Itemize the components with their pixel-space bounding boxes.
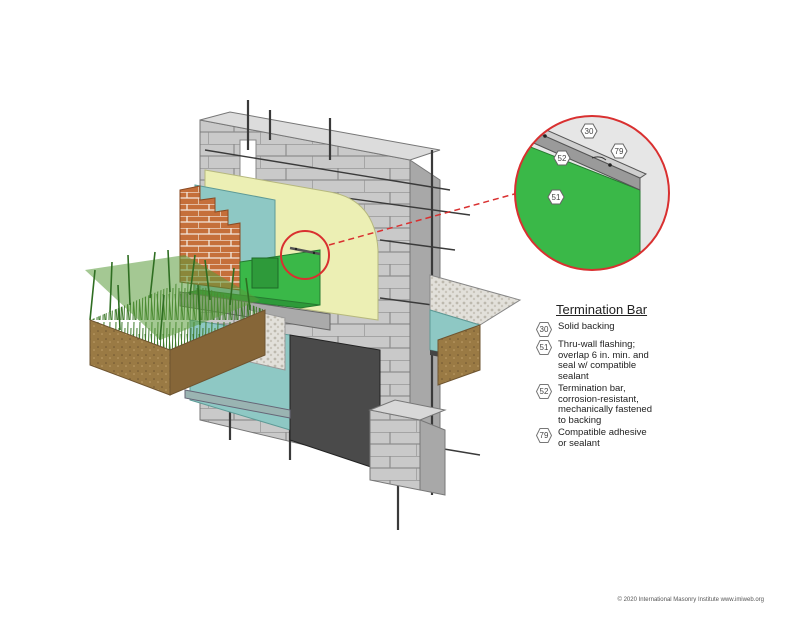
legend-item-text: Termination bar, corrosion-resistant, me…: [558, 383, 652, 426]
detail-tag-52: 52: [553, 150, 571, 166]
svg-text:79: 79: [615, 147, 624, 156]
legend-item-text: Solid backing: [558, 321, 615, 332]
hex-tag-icon: 79: [536, 428, 552, 443]
hex-tag-icon: 30: [536, 322, 552, 337]
below-grade-waterproofing: [289, 334, 381, 471]
legend-title: Termination Bar: [556, 302, 648, 317]
svg-text:51: 51: [552, 193, 561, 202]
svg-text:30: 30: [585, 127, 594, 136]
callout-circle: [280, 230, 330, 280]
detail-tag-79: 79: [610, 143, 628, 159]
svg-text:52: 52: [558, 154, 567, 163]
grade-soil-grass: [85, 249, 266, 396]
copyright-notice: © 2020 International Masonry Institute w…: [617, 597, 765, 603]
hex-tag-icon: 51: [536, 340, 552, 355]
soil-right: [437, 324, 481, 386]
hex-tag-icon: 52: [536, 384, 552, 399]
legend-item-79: 79 Compatible adhesive or sealant: [536, 427, 684, 449]
callout-leader: [328, 192, 519, 246]
legend-item-52: 52 Termination bar, corrosion-resistant,…: [536, 383, 684, 426]
termination-bar-detail: 30 52 79 51: [514, 115, 670, 271]
callout-termination-bar-small: [289, 246, 321, 256]
legend-item-30: 30 Solid backing: [536, 321, 684, 337]
detail-tag-51: 51: [547, 189, 565, 205]
legend-item-text: Thru-wall flashing; overlap 6 in. min. a…: [558, 339, 649, 382]
legend-item-51: 51 Thru-wall flashing; overlap 6 in. min…: [536, 339, 684, 382]
footing-cmu: [368, 399, 447, 496]
legend-item-text: Compatible adhesive or sealant: [558, 427, 647, 449]
detail-tag-30: 30: [580, 123, 598, 139]
